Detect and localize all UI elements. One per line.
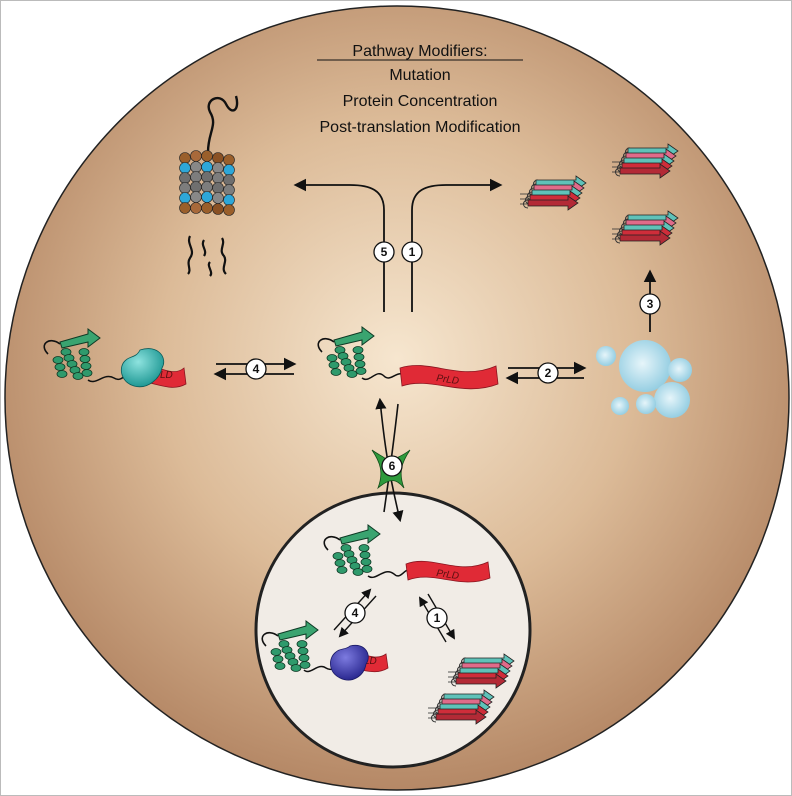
modifier-protein-concentration: Protein Concentration <box>343 93 498 110</box>
blue-binding-partner <box>330 644 369 681</box>
teal-binding-partner <box>120 348 165 388</box>
central-prld <box>399 365 499 390</box>
svg-text:PrLD: PrLD <box>436 568 460 582</box>
central-protein: PrLD <box>317 326 499 390</box>
svg-text:PrLD: PrLD <box>436 373 460 387</box>
step-1-top: 1 <box>401 241 423 263</box>
nuclear-protein: PrLD <box>323 524 491 583</box>
proteasome-degradation <box>179 95 239 277</box>
svg-text:3: 3 <box>647 297 654 311</box>
nucleus-step-4: 4 <box>333 588 377 638</box>
degraded-fragments <box>187 235 227 277</box>
modifier-ptm: Post-translation Modification <box>320 119 521 136</box>
svg-text:1: 1 <box>434 611 441 625</box>
modifiers-heading: Pathway Modifiers: <box>352 43 487 60</box>
step-4-equilibrium: 4 <box>213 357 297 381</box>
modifier-mutation: Mutation <box>389 67 450 84</box>
step-3-arrow: 3 <box>639 269 661 332</box>
nucleus-step-1: 1 <box>419 593 455 643</box>
svg-text:2: 2 <box>545 366 552 380</box>
svg-text:PrLD: PrLD <box>150 370 173 381</box>
nuclear-partner-complex: PrLD <box>261 620 389 681</box>
svg-text:5: 5 <box>381 245 388 259</box>
step-5: 5 <box>373 241 395 263</box>
branch-arrows <box>293 178 503 312</box>
step-2-equilibrium: 2 <box>505 361 587 385</box>
proteasome-barrel <box>179 150 235 216</box>
svg-text:4: 4 <box>352 606 359 620</box>
svg-text:1: 1 <box>409 245 416 259</box>
protein-partner-complex: PrLD <box>43 328 187 388</box>
nuclear-pore: 6 <box>371 397 411 523</box>
svg-text:6: 6 <box>389 459 396 473</box>
phase-separated-droplets <box>596 340 692 418</box>
svg-text:4: 4 <box>253 362 260 376</box>
pathway-modifiers: Pathway Modifiers: Mutation Protein Conc… <box>317 43 523 136</box>
